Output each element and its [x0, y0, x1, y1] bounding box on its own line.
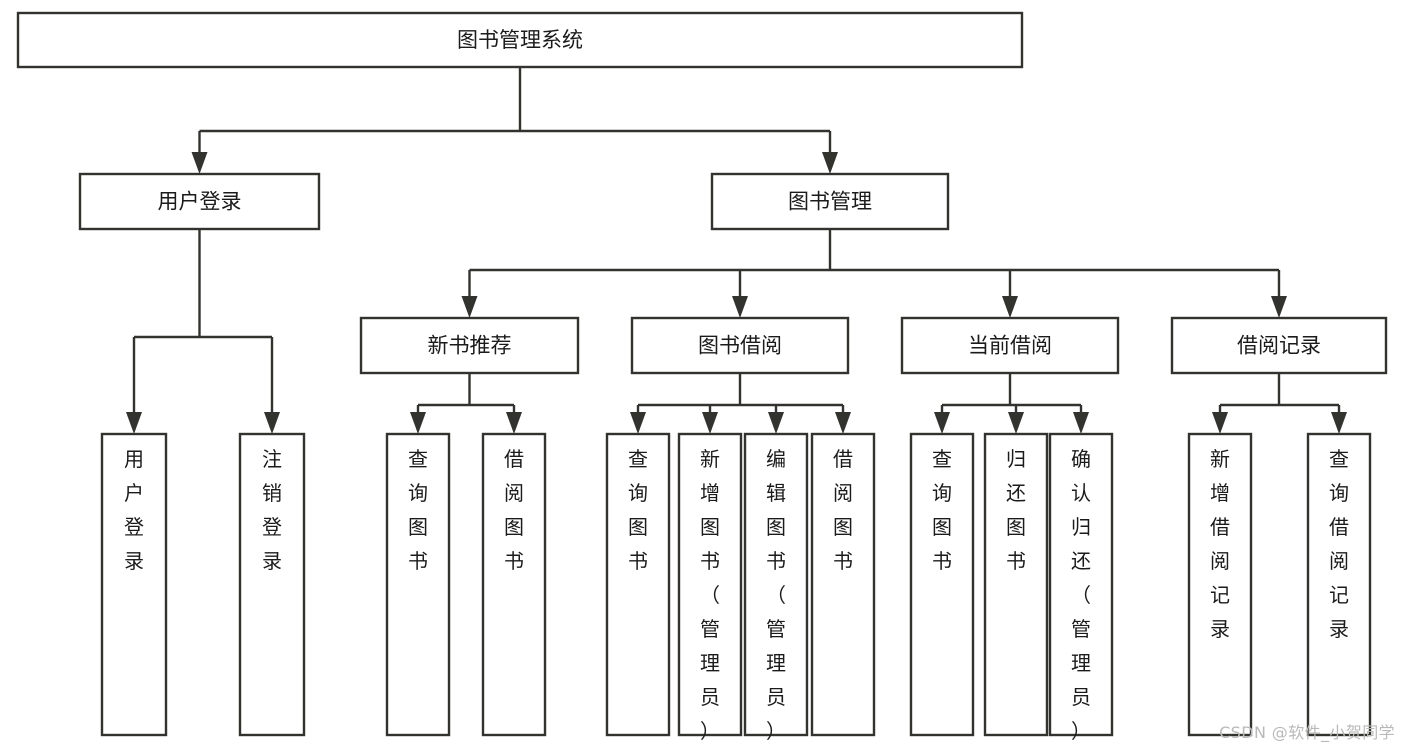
node-leaf-user-logout[interactable]: 注销登录: [238, 432, 306, 737]
node-box: [900, 316, 1120, 375]
node-leaf-user-login[interactable]: 用户登录: [100, 432, 168, 737]
node-box: [481, 432, 547, 737]
arrowhead-to-leaf-query-book-3: [934, 412, 950, 434]
node-leaf-query-book-3[interactable]: 查询图书: [909, 432, 975, 737]
node-box: [1048, 432, 1114, 737]
arrowhead-to-leaf-confirm-return: [1073, 412, 1089, 434]
node-new-book-recommend[interactable]: 新书推荐: [359, 316, 580, 375]
arrowhead-to-leaf-add-book-admin: [702, 412, 718, 434]
node-label: 图书借阅: [698, 334, 782, 358]
node-box: [238, 432, 306, 737]
csdn-watermark: CSDN @软件_小贺同学: [1219, 723, 1395, 742]
node-box: [100, 432, 168, 737]
arrowhead-to-leaf-borrow-book-1: [506, 412, 522, 434]
node-leaf-query-record[interactable]: 查询借阅记录: [1306, 432, 1372, 737]
node-box: [983, 432, 1049, 737]
node-box: [630, 316, 850, 375]
arrowhead-to-leaf-return-book: [1008, 412, 1024, 434]
node-label: 编辑图书（管理员）: [766, 447, 786, 743]
node-box: [78, 172, 321, 231]
node-root[interactable]: 图书管理系统: [16, 11, 1024, 69]
node-box: [710, 172, 950, 231]
node-box: [810, 432, 876, 737]
arrowhead-to-leaf-query-book-2: [630, 412, 646, 434]
node-label: 注销登录: [262, 447, 282, 573]
node-box: [1170, 316, 1388, 375]
connector-root-to-level1: [191, 67, 838, 174]
node-label: 借阅图书: [833, 447, 853, 573]
node-box: [1306, 432, 1372, 737]
node-box: [743, 432, 809, 737]
node-label: 查询图书: [932, 447, 952, 573]
node-user-login[interactable]: 用户登录: [78, 172, 321, 231]
arrowhead-to-current-borrow: [1002, 296, 1018, 318]
arrowhead-to-leaf-query-book-1: [410, 412, 426, 434]
node-label: 新增借阅记录: [1210, 447, 1230, 641]
node-box: [605, 432, 671, 737]
arrowhead-to-new-book-recommend: [461, 296, 478, 318]
node-label: 用户登录: [124, 447, 144, 573]
node-leaf-query-book-2[interactable]: 查询图书: [605, 432, 671, 737]
arrowhead-to-book-borrow: [732, 296, 748, 318]
arrowhead-to-leaf-add-record: [1212, 412, 1228, 434]
node-label: 新增图书（管理员）: [700, 447, 720, 743]
arrowhead-to-borrow-records: [1271, 296, 1287, 318]
arrowhead-to-leaf-edit-book-admin: [768, 412, 784, 434]
node-leaf-borrow-book-1[interactable]: 借阅图书: [481, 432, 547, 737]
node-leaf-add-book-admin[interactable]: 新增图书（管理员）: [677, 432, 743, 743]
node-box: [385, 432, 451, 737]
connector-bookmanagement-to-level2: [461, 229, 1287, 318]
node-leaf-edit-book-admin[interactable]: 编辑图书（管理员）: [743, 432, 809, 743]
node-label: 查询图书: [628, 447, 648, 573]
node-leaf-query-book-1[interactable]: 查询图书: [385, 432, 451, 737]
node-leaf-confirm-return[interactable]: 确认归还（管理员）: [1048, 432, 1114, 743]
node-box: [359, 316, 580, 375]
connector-book-borrow-to-leaves: [630, 373, 851, 434]
node-label: 确认归还（管理员）: [1071, 447, 1091, 743]
connector-borrow-records-to-leaves: [1212, 373, 1347, 434]
arrowhead-to-leaf-user-login: [126, 412, 142, 434]
node-box: [16, 11, 1024, 69]
node-layer: 图书管理系统用户登录图书管理新书推荐图书借阅当前借阅借阅记录用户登录注销登录查询…: [16, 11, 1388, 743]
node-book-borrow[interactable]: 图书借阅: [630, 316, 850, 375]
arrowhead-to-book-management: [822, 152, 838, 174]
node-leaf-add-record[interactable]: 新增借阅记录: [1187, 432, 1253, 737]
node-label: 图书管理系统: [457, 28, 583, 52]
node-box: [909, 432, 975, 737]
node-label: 当前借阅: [968, 334, 1052, 358]
node-current-borrow[interactable]: 当前借阅: [900, 316, 1120, 375]
node-label: 用户登录: [158, 190, 242, 214]
connector-user-login-to-leaves: [126, 229, 280, 434]
node-leaf-return-book[interactable]: 归还图书: [983, 432, 1049, 737]
node-label: 新书推荐: [428, 334, 512, 358]
node-label: 图书管理: [788, 190, 872, 214]
arrowhead-to-leaf-query-record: [1331, 412, 1347, 434]
connector-layer: [126, 67, 1347, 434]
connector-current-borrow-to-leaves: [934, 373, 1089, 434]
arrowhead-to-leaf-borrow-book-2: [835, 412, 851, 434]
node-borrow-records[interactable]: 借阅记录: [1170, 316, 1388, 375]
node-label: 借阅记录: [1237, 334, 1321, 358]
connector-new-book-recommend-to-leaves: [410, 373, 522, 434]
node-label: 借阅图书: [504, 447, 524, 573]
node-box: [677, 432, 743, 737]
arrowhead-to-user-login: [191, 152, 208, 174]
node-book-management[interactable]: 图书管理: [710, 172, 950, 231]
node-label: 归还图书: [1006, 447, 1026, 573]
node-leaf-borrow-book-2[interactable]: 借阅图书: [810, 432, 876, 737]
node-label: 查询借阅记录: [1329, 447, 1349, 641]
arrowhead-to-leaf-user-logout: [264, 412, 280, 434]
node-box: [1187, 432, 1253, 737]
node-label: 查询图书: [408, 447, 428, 573]
